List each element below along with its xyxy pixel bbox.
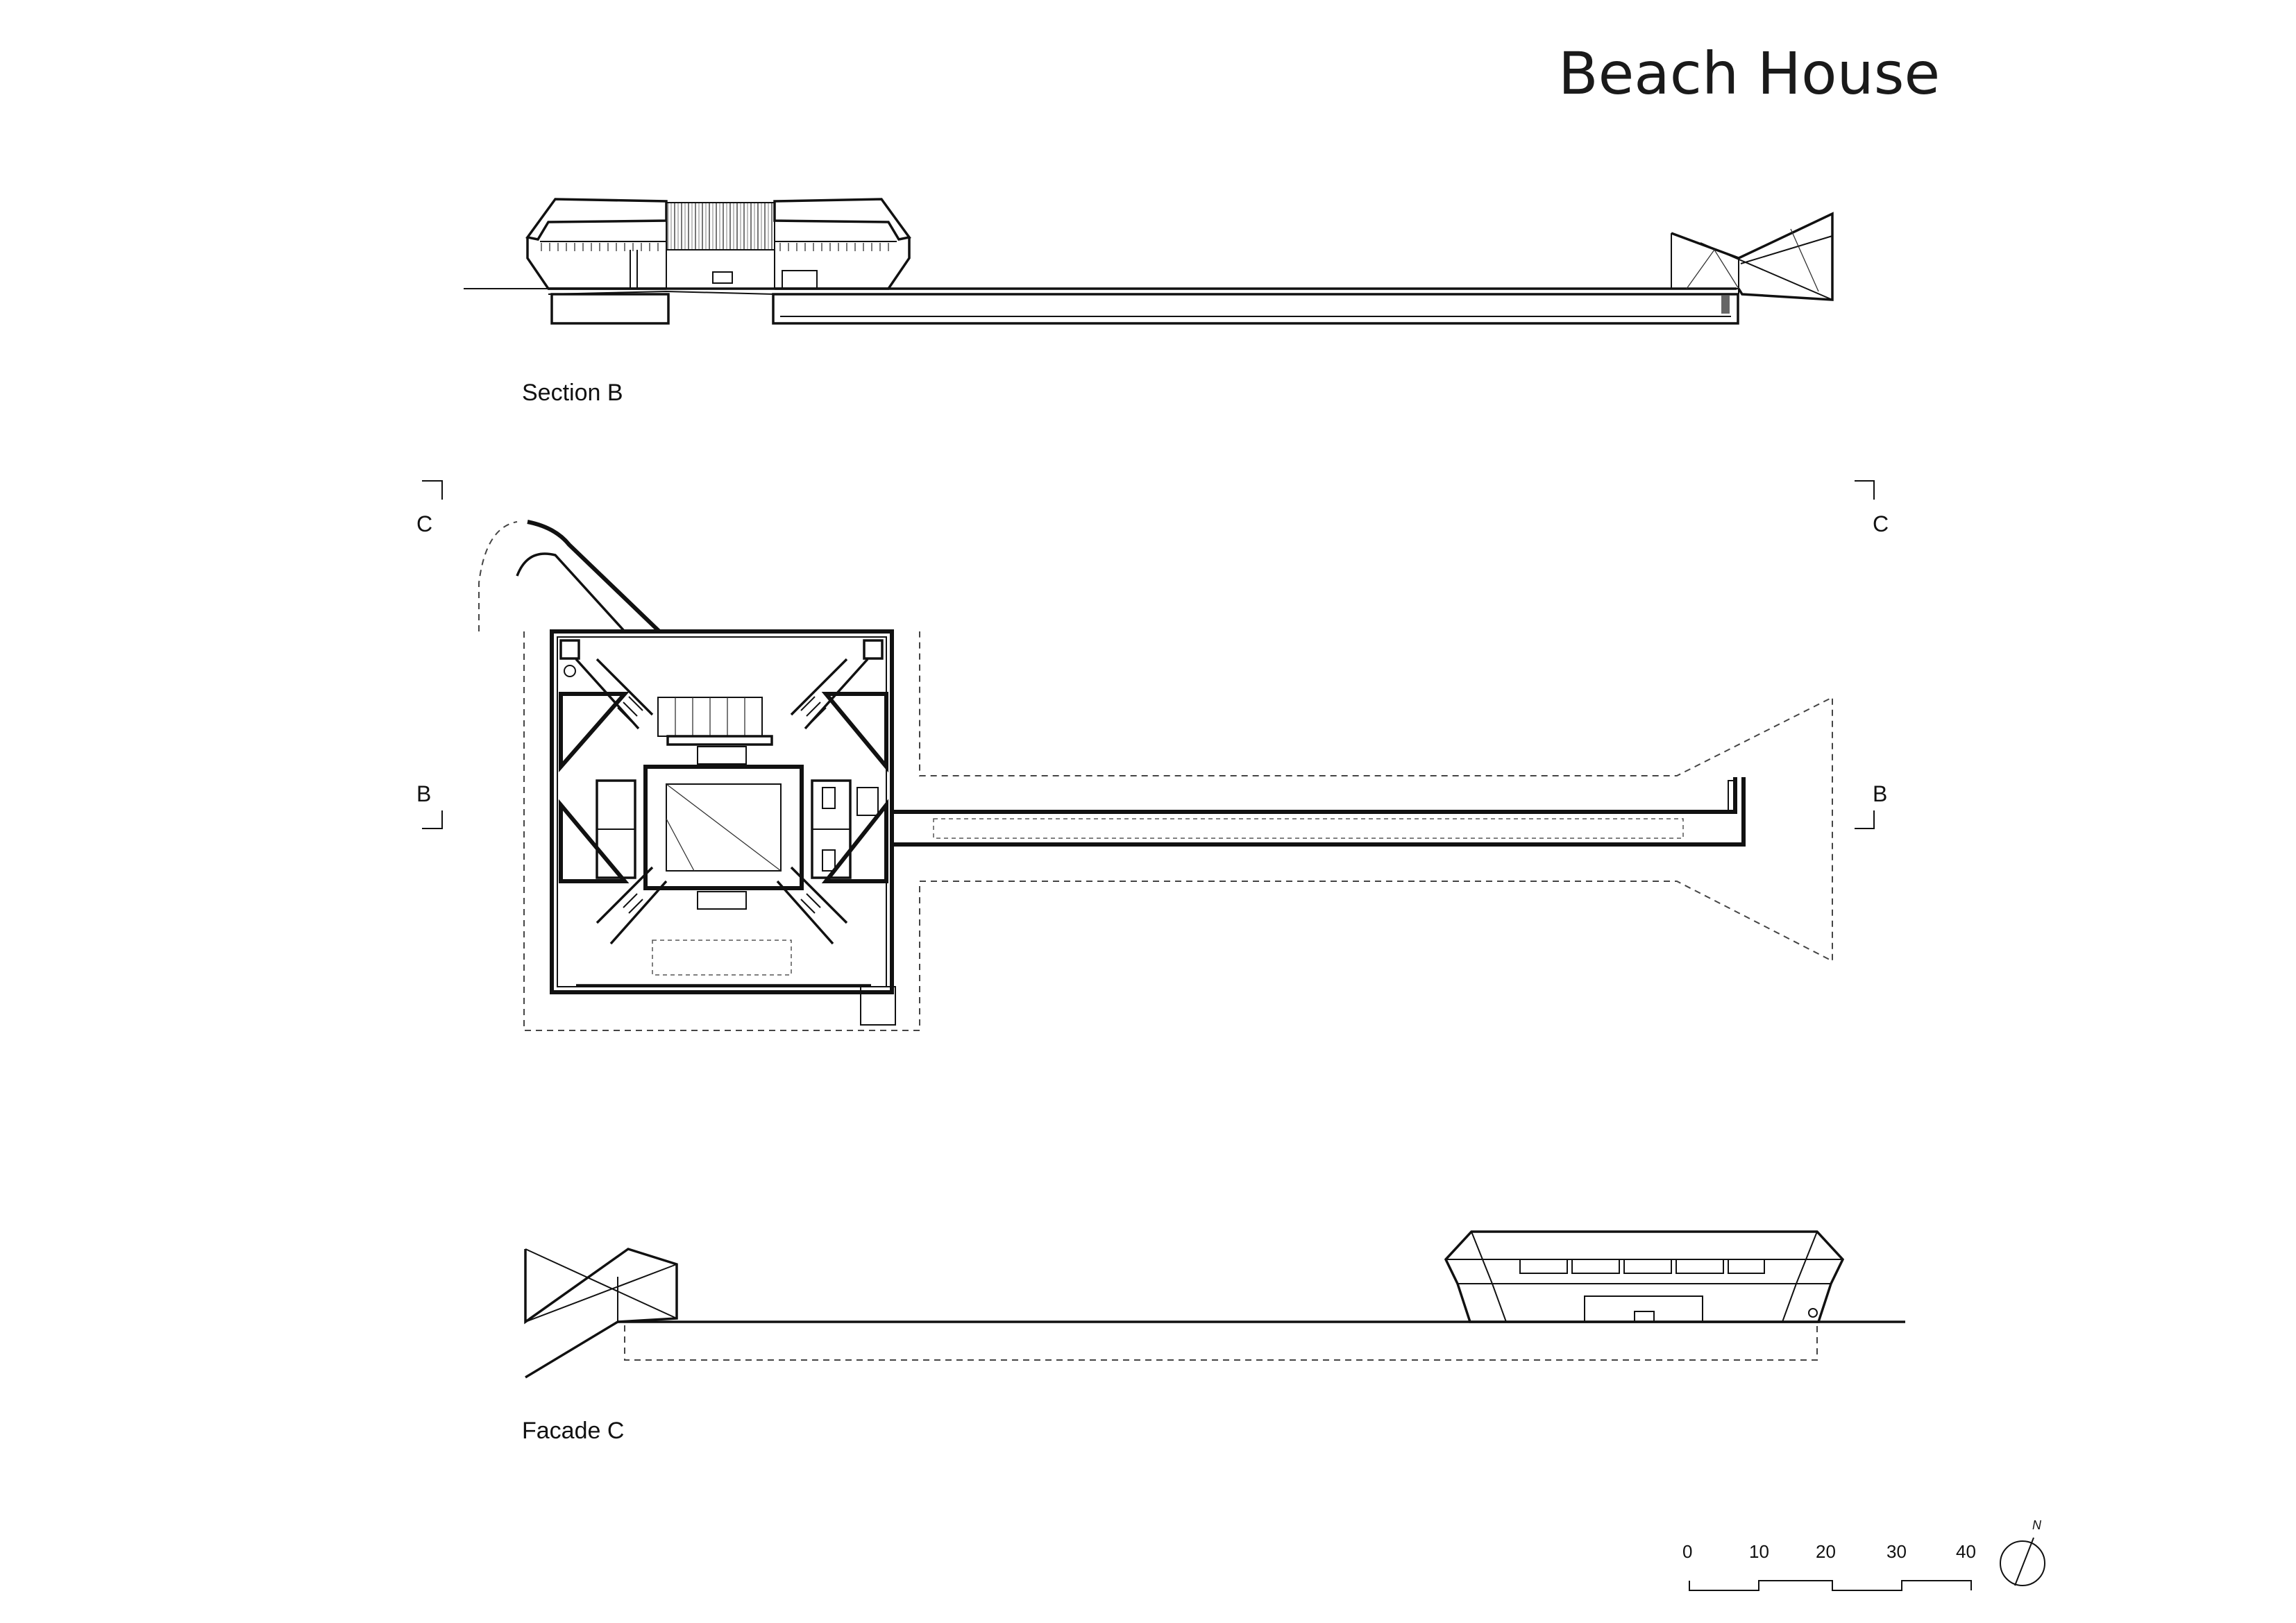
south-terrace-dashed — [652, 940, 792, 976]
wing-se — [821, 799, 888, 883]
pool-basin — [772, 293, 1739, 325]
courtyard-bench-south — [697, 891, 747, 910]
section-b-left-marker: B — [416, 781, 431, 806]
facade-pavilion-lines — [1446, 1231, 1843, 1323]
facade-basement-dashed — [624, 1325, 1818, 1361]
north-roof-light-mullions — [675, 697, 745, 736]
lookout-wing — [1671, 212, 1834, 301]
plan-drawing — [422, 480, 1875, 1031]
right-ceiling-ribs — [779, 243, 889, 251]
house-inner-wall — [557, 636, 887, 987]
corner-fixture — [564, 665, 576, 677]
section-b-right-bracket — [1855, 810, 1875, 829]
wc-fixture-1 — [822, 787, 836, 809]
courtyard-outer — [643, 765, 804, 890]
left-basement — [550, 293, 670, 325]
section-b-left-bracket — [422, 810, 443, 829]
facade-wing-lines — [525, 1248, 677, 1323]
facade-c-label: Facade C — [522, 1418, 624, 1444]
north-arrow-label: N — [2032, 1518, 2042, 1532]
scale-bar-line — [1689, 1580, 1972, 1591]
courtyard-glazing — [666, 202, 775, 250]
entrance-ramp-wall — [527, 520, 661, 634]
scale-tick-20: 20 — [1816, 1541, 1836, 1562]
ramp-dashed — [478, 521, 518, 631]
pool-end-step — [1728, 780, 1736, 813]
site-boundary-dashed — [523, 631, 1833, 1031]
wing-ne — [821, 692, 888, 773]
courtyard-furniture — [712, 271, 733, 284]
section-c-right-bracket — [1855, 480, 1875, 500]
lookout-wing-lines — [1671, 233, 1833, 300]
facade-light — [1808, 1308, 1818, 1318]
wc-fixture-2 — [822, 849, 836, 872]
wing-nw — [559, 692, 630, 772]
pool-end-hatch — [1721, 296, 1730, 314]
left-roof-profile — [525, 198, 668, 241]
lookout-wing-bracing — [1686, 228, 1819, 292]
fixture-cabinet — [856, 787, 879, 816]
left-ceiling-ribs — [541, 243, 659, 251]
sheet-title: Beach House — [1558, 40, 1940, 108]
right-pavilion-wall — [775, 237, 911, 290]
facade-pavilion-outline — [1444, 1230, 1845, 1323]
section-b-right-marker: B — [1873, 781, 1887, 806]
house-outer-wall — [550, 629, 894, 994]
courtyard-inner — [666, 783, 782, 872]
facade-c-drawing — [524, 1230, 1905, 1379]
section-c-right-marker: C — [1873, 511, 1889, 536]
stair-se — [800, 887, 827, 914]
courtyard-bench-north — [697, 746, 747, 765]
left-pavilion-wall — [526, 237, 666, 290]
north-arrow-needle — [2014, 1537, 2034, 1586]
right-roof-profile — [773, 198, 912, 241]
entrance-ramp-inner — [516, 552, 626, 633]
pool-water-dashed — [933, 818, 1684, 839]
section-b-label: Section B — [522, 380, 623, 406]
corner-room-nw — [559, 639, 580, 660]
facade-entrance — [1584, 1295, 1703, 1323]
north-arrow-circle — [2000, 1540, 2045, 1586]
stair-nw — [617, 696, 643, 722]
scale-bar — [1689, 1580, 1972, 1591]
diag-ne — [790, 658, 869, 730]
scale-tick-30: 30 — [1886, 1541, 1907, 1562]
pool-north-wall — [892, 777, 1737, 814]
pool-south-wall — [892, 777, 1746, 847]
section-c-left-marker: C — [416, 511, 432, 536]
courtyard-diagonals — [666, 783, 782, 872]
wing-sw — [559, 799, 630, 883]
facade-window-row — [1519, 1259, 1765, 1274]
right-pavilion-furniture — [782, 270, 818, 289]
diag-nw — [575, 658, 654, 730]
north-beam — [666, 735, 773, 746]
facade-step — [1634, 1311, 1655, 1323]
section-b-drawing — [464, 198, 1834, 325]
scale-tick-40: 40 — [1956, 1541, 1976, 1562]
section-c-left-bracket — [422, 480, 443, 500]
stair-ne — [800, 696, 827, 722]
corner-room-ne — [863, 639, 884, 660]
scale-tick-10: 10 — [1749, 1541, 1769, 1562]
north-arrow — [2000, 1537, 2045, 1586]
house-corner-stair — [860, 986, 896, 1026]
stair-sw — [617, 887, 643, 914]
scale-tick-0: 0 — [1682, 1541, 1692, 1562]
